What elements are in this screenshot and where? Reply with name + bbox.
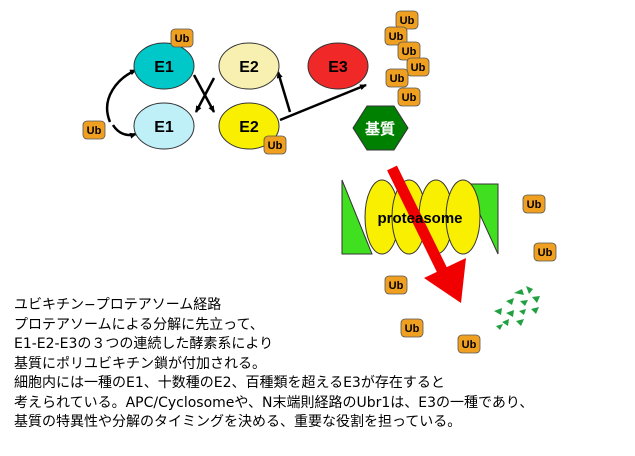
ubiquitin-tag: Ub bbox=[385, 68, 409, 88]
ubiquitin-tag: Ub bbox=[384, 26, 408, 46]
description-line: E1-E2-E3の３つの連続した酵素系により bbox=[14, 336, 274, 352]
description-line: プロテアソームによる分解に先立って、 bbox=[14, 316, 264, 333]
description-line: 考えられている。APC/Cyclosomeや、N末端則経路のUbr1は、E3の一… bbox=[14, 394, 534, 411]
proteasome-label: proteasome bbox=[377, 210, 462, 227]
ubiquitin-label: Ub bbox=[405, 323, 420, 335]
ubiquitin-tag: Ub bbox=[397, 87, 421, 107]
e1-enzyme-bottom: E1 bbox=[133, 102, 195, 150]
e1-bottom-label: E1 bbox=[154, 119, 174, 136]
ub-loading-arrow bbox=[105, 68, 137, 123]
ubiquitin-label: Ub bbox=[538, 247, 553, 259]
e2-to-e3-arrow bbox=[276, 71, 292, 113]
substrate-label: 基質 bbox=[364, 120, 395, 138]
e2-bottom-label: E2 bbox=[239, 119, 259, 136]
ubiquitin-tag: Ub bbox=[82, 120, 106, 140]
e1-to-e2-arrow bbox=[192, 74, 216, 113]
ubiquitin-tag: Ub bbox=[263, 135, 287, 155]
ubiquitin-label: Ub bbox=[400, 15, 415, 27]
substrate-hexagon: 基質 bbox=[352, 105, 409, 151]
ubiquitin-label: Ub bbox=[527, 199, 542, 211]
description-line: 基質にポリユビキチン鎖が付加される。 bbox=[14, 355, 266, 372]
ubiquitin-label: Ub bbox=[411, 62, 426, 74]
ubiquitin-tag: Ub bbox=[522, 194, 546, 214]
e2-to-e1-arrow bbox=[194, 77, 216, 113]
ubiquitin-tag: Ub bbox=[170, 28, 194, 48]
ubiquitin-label: Ub bbox=[402, 92, 417, 104]
description-line: 基質の特異性や分解のタイミングを決める、重要な役割を担っている。 bbox=[14, 414, 462, 430]
ubiquitin-label: Ub bbox=[389, 280, 404, 292]
degradation-arrow bbox=[387, 165, 466, 303]
e2-enzyme-top: E2 bbox=[218, 42, 280, 90]
description-line: ユビキチン−プロテアソーム経路 bbox=[14, 297, 222, 313]
description-line: 細胞内には一種のE1、十数種のE2、百種類を超えるE3が存在すると bbox=[14, 375, 445, 391]
e2-enzyme-bottom: E2 bbox=[218, 102, 280, 150]
proteasome-left-cap bbox=[341, 179, 373, 255]
peptide-fragments bbox=[494, 286, 540, 330]
ubiquitin-tag: Ub bbox=[533, 242, 557, 262]
ubiquitin-label: Ub bbox=[389, 31, 404, 43]
ubiquitin-label: Ub bbox=[268, 140, 283, 152]
ubiquitin-tag: Ub bbox=[395, 10, 419, 30]
ub-transfer-arrow bbox=[279, 83, 367, 122]
e1-return-arrow bbox=[111, 124, 137, 139]
ubiquitin-tag: Ub bbox=[397, 41, 421, 61]
ubiquitin-tag: Ub bbox=[400, 318, 424, 338]
ubiquitin-tag: Ub bbox=[457, 334, 481, 354]
ubiquitin-label: Ub bbox=[390, 73, 405, 85]
e3-label: E3 bbox=[328, 59, 348, 76]
e2-top-label: E2 bbox=[239, 59, 259, 76]
pathway-description: ユビキチン−プロテアソーム経路 プロテアソームによる分解に先立って、 E1-E2… bbox=[14, 296, 634, 433]
ubiquitin-label: Ub bbox=[402, 46, 417, 58]
e3-enzyme: E3 bbox=[307, 42, 369, 90]
ubiquitin-tag: Ub bbox=[384, 275, 408, 295]
ubiquitin-tag: Ub bbox=[406, 57, 430, 77]
e1-top-label: E1 bbox=[154, 59, 174, 76]
ubiquitin-label: Ub bbox=[462, 339, 477, 351]
e1-enzyme-top: E1 bbox=[133, 42, 195, 90]
ubiquitin-label: Ub bbox=[87, 125, 102, 137]
ubiquitin-label: Ub bbox=[175, 33, 190, 45]
